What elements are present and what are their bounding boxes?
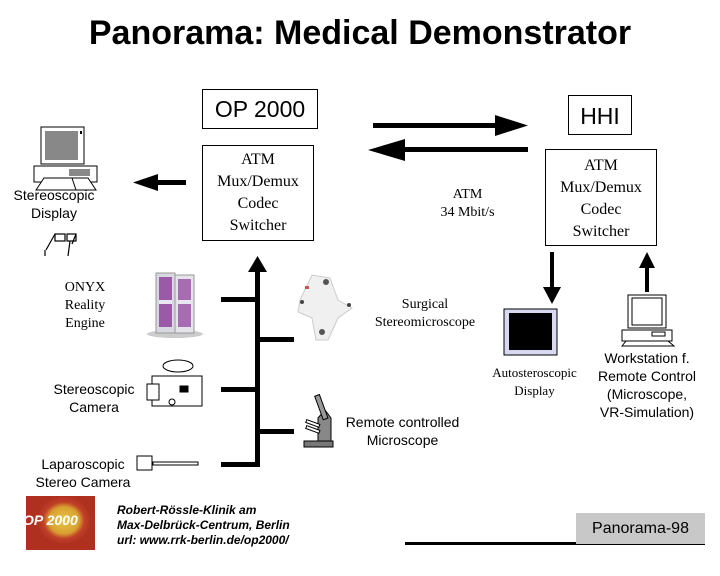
arrow-right-link bbox=[373, 115, 528, 136]
op2000-logo: OP 2000 bbox=[26, 496, 95, 550]
microscope-icon bbox=[303, 393, 334, 448]
arrow-to-autostereo-display bbox=[543, 252, 561, 304]
hhi-label: HHI bbox=[568, 95, 632, 135]
arrow-to-stereo-display bbox=[133, 174, 186, 191]
autostereo-monitor-icon bbox=[503, 308, 558, 356]
page-title: Panorama: Medical Demonstrator bbox=[88, 14, 632, 52]
label-line: Display bbox=[31, 205, 77, 221]
label-line: Remote Control bbox=[597, 368, 697, 384]
stereo-camera-icon bbox=[146, 359, 203, 407]
stereo-camera-label: Stereoscopic Camera bbox=[44, 380, 144, 416]
label-line: (Microscope, bbox=[606, 386, 688, 402]
label-line: Engine bbox=[65, 316, 105, 331]
autostereo-display-label: Autosteroscopic Display bbox=[482, 364, 587, 400]
surgical-microscope-icon bbox=[297, 274, 353, 341]
bus-branch-onyx bbox=[221, 297, 258, 302]
bus-branch-remote-microscope bbox=[258, 429, 294, 434]
label-line: Stereomicroscope bbox=[374, 315, 476, 330]
label-line: Autosteroscopic bbox=[492, 365, 577, 380]
atm-box-line: Switcher bbox=[229, 217, 287, 234]
stereo-glasses-icon bbox=[44, 233, 77, 257]
label-line: Microscope bbox=[366, 432, 439, 448]
remote-microscope-label: Remote controlled Microscope bbox=[335, 413, 470, 449]
label-line: ONYX bbox=[64, 280, 106, 295]
atm-box-line: ATM bbox=[584, 157, 618, 174]
atm-box-line: Codec bbox=[580, 201, 622, 218]
bus-branch-surgical-microscope bbox=[258, 337, 294, 342]
arrow-from-workstation bbox=[639, 252, 655, 292]
label-line: Stereo Camera bbox=[35, 474, 131, 490]
op2000-atm-box: ATM Mux/Demux Codec Switcher bbox=[202, 145, 314, 241]
bus-branch-laparoscopic bbox=[221, 462, 260, 467]
atm-box-line: Switcher bbox=[572, 223, 630, 240]
atm-box-line: Mux/Demux bbox=[560, 179, 642, 196]
institution-line: Max-Delbrück-Centrum, Berlin bbox=[117, 518, 290, 532]
label-line: Stereoscopic bbox=[53, 381, 135, 397]
label-line: Laparoscopic bbox=[41, 456, 125, 472]
input-bus bbox=[221, 256, 294, 467]
label-line: Display bbox=[514, 383, 555, 398]
link-label-bandwidth: 34 Mbit/s bbox=[440, 205, 495, 220]
laparoscopic-label: Laparoscopic Stereo Camera bbox=[28, 455, 138, 491]
institution-line: Robert-Rössle-Klinik am bbox=[117, 503, 257, 517]
stereo-display-label: Stereoscopic Display bbox=[10, 186, 98, 222]
atm-box-line: Mux/Demux bbox=[217, 173, 299, 190]
onyx-server-icon bbox=[147, 272, 203, 338]
panorama-badge: Panorama-98 bbox=[576, 513, 705, 544]
label-line: Workstation f. bbox=[604, 350, 690, 366]
footer-rule bbox=[405, 542, 705, 545]
arrow-left-link bbox=[368, 139, 528, 161]
label-line: Reality bbox=[64, 298, 106, 313]
label-line: Remote controlled bbox=[345, 414, 460, 430]
label-line: Camera bbox=[69, 399, 119, 415]
logo-text: OP 2000 bbox=[26, 512, 78, 528]
link-label-protocol: ATM bbox=[452, 187, 483, 202]
label-line: Surgical bbox=[401, 297, 449, 312]
institution-info: Robert-Rössle-Klinik am Max-Delbrück-Cen… bbox=[117, 503, 337, 548]
laparoscope-icon bbox=[136, 455, 199, 471]
label-line: Stereoscopic bbox=[13, 187, 95, 203]
workstation-icon bbox=[620, 294, 676, 347]
surgical-microscope-label: Surgical Stereomicroscope bbox=[364, 296, 486, 332]
atm-box-line: Codec bbox=[237, 195, 279, 212]
label-line: VR-Simulation) bbox=[599, 404, 695, 420]
onyx-label: ONYX Reality Engine bbox=[55, 279, 115, 333]
op2000-label: OP 2000 bbox=[202, 89, 318, 129]
bus-branch-stereo-camera bbox=[221, 387, 258, 392]
link-label: ATM 34 Mbit/s bbox=[420, 186, 515, 222]
hhi-atm-box: ATM Mux/Demux Codec Switcher bbox=[545, 149, 657, 246]
computer-icon bbox=[33, 126, 98, 191]
workstation-label: Workstation f. Remote Control (Microscop… bbox=[588, 349, 706, 421]
atm-box-line: ATM bbox=[241, 151, 275, 168]
institution-url: url: www.rrk-berlin.de/op2000/ bbox=[117, 533, 289, 547]
